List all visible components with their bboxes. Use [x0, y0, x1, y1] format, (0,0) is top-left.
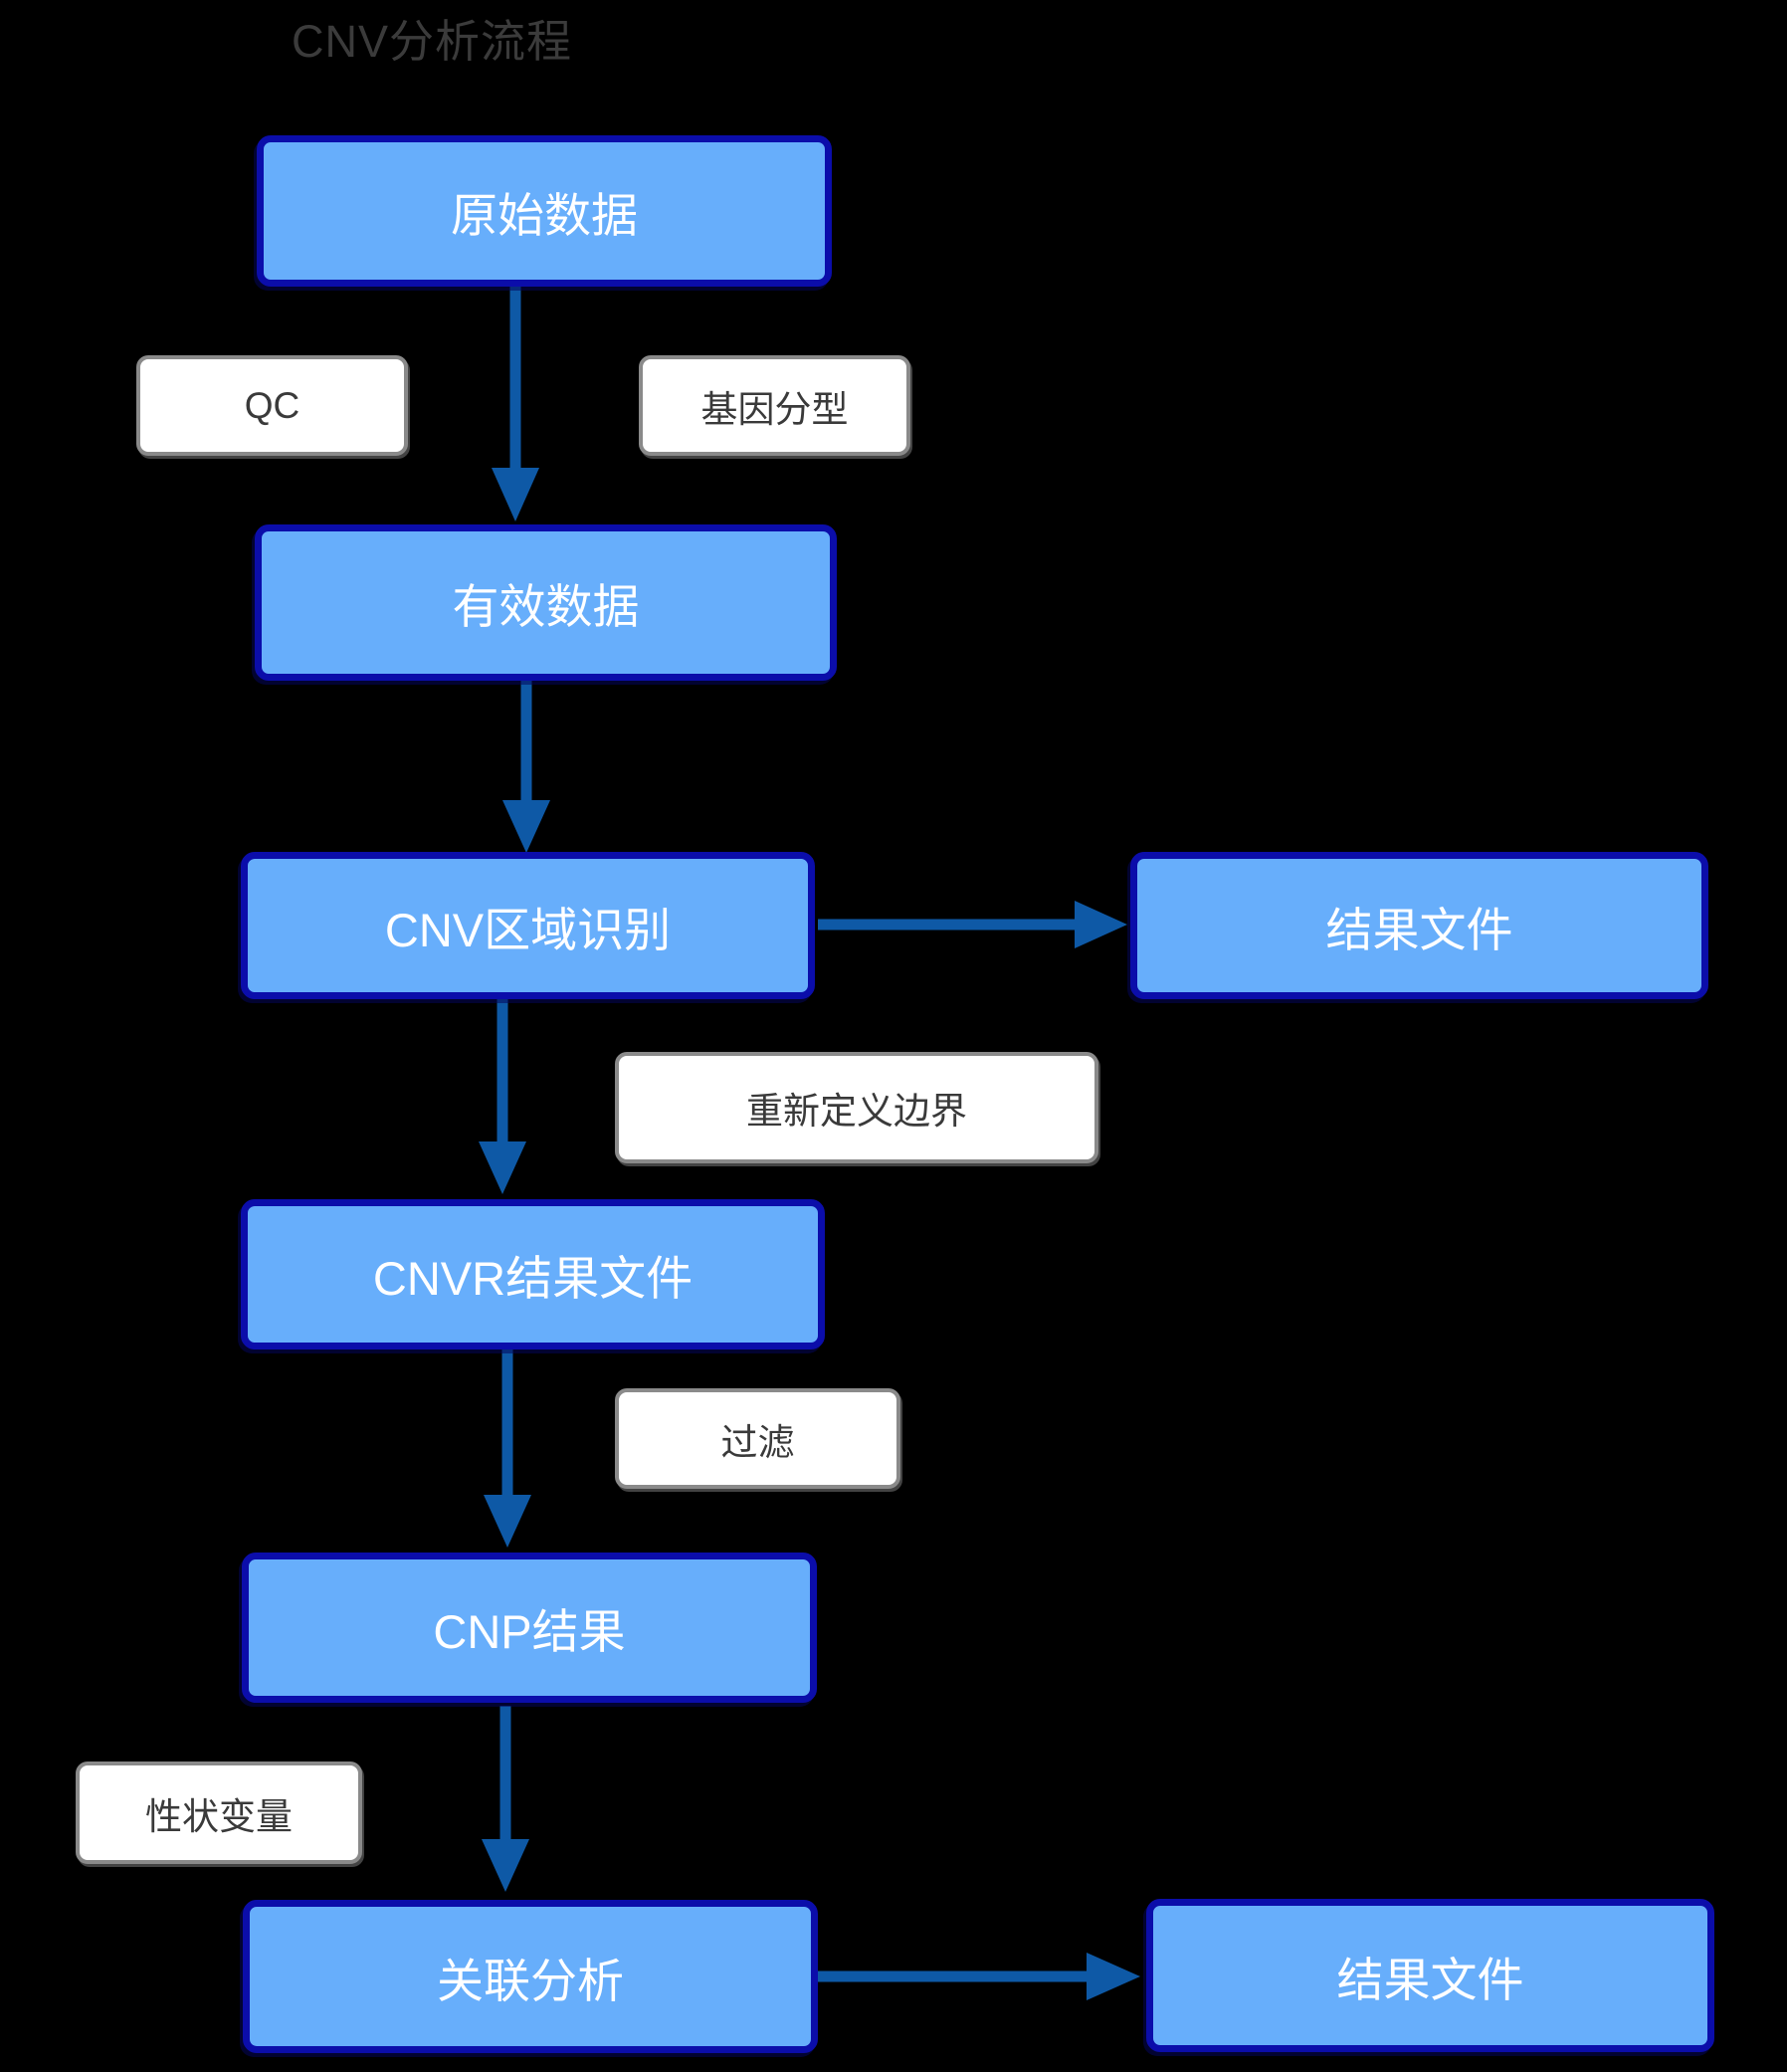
label-redefine-boundary: 重新定义边界 — [615, 1052, 1098, 1163]
arrow-cnv-region-to-result-file — [818, 901, 1127, 948]
node-raw-data-label: 原始数据 — [451, 188, 638, 242]
label-filter-text: 过滤 — [720, 1421, 795, 1463]
arrow-cnv-region-to-cnvr-result — [479, 999, 526, 1194]
node-cnvr-result-file: CNVR结果文件 — [241, 1199, 825, 1349]
label-trait-variable-text: 性状变量 — [145, 1795, 293, 1837]
node-association: 关联分析 — [243, 1900, 818, 2053]
node-result-file-bottom-label: 结果文件 — [1336, 1953, 1524, 2006]
node-cnv-region-detect: CNV区域识别 — [241, 852, 815, 999]
label-qc: QC — [136, 355, 408, 456]
node-result-file-top-label: 结果文件 — [1325, 903, 1513, 956]
label-genotyping-text: 基因分型 — [700, 388, 849, 430]
arrow-association-to-result-file — [818, 1953, 1140, 2000]
node-result-file-top: 结果文件 — [1130, 852, 1708, 999]
arrow-cnp-to-association — [482, 1706, 529, 1892]
arrow-raw-to-valid — [492, 287, 539, 521]
label-filter: 过滤 — [615, 1388, 900, 1489]
label-redefine-boundary-text: 重新定义边界 — [746, 1091, 967, 1132]
arrow-cnvr-result-to-cnp — [484, 1349, 531, 1548]
node-cnvr-result-file-label: CNVR结果文件 — [372, 1252, 694, 1305]
node-cnp-result-label: CNP结果 — [433, 1605, 626, 1658]
node-association-label: 关联分析 — [437, 1954, 624, 2007]
node-raw-data: 原始数据 — [257, 135, 832, 287]
label-genotyping: 基因分型 — [639, 355, 910, 456]
diagram-title: CNV分析流程 — [292, 16, 573, 67]
node-result-file-bottom: 结果文件 — [1146, 1899, 1714, 2052]
arrow-valid-to-cnv-region — [502, 681, 550, 853]
node-valid-data: 有效数据 — [255, 524, 837, 681]
node-cnv-region-detect-label: CNV区域识别 — [384, 903, 672, 956]
label-trait-variable: 性状变量 — [76, 1761, 362, 1864]
node-valid-data-label: 有效数据 — [452, 580, 640, 633]
label-qc-text: QC — [244, 384, 300, 426]
node-cnp-result: CNP结果 — [242, 1553, 817, 1703]
